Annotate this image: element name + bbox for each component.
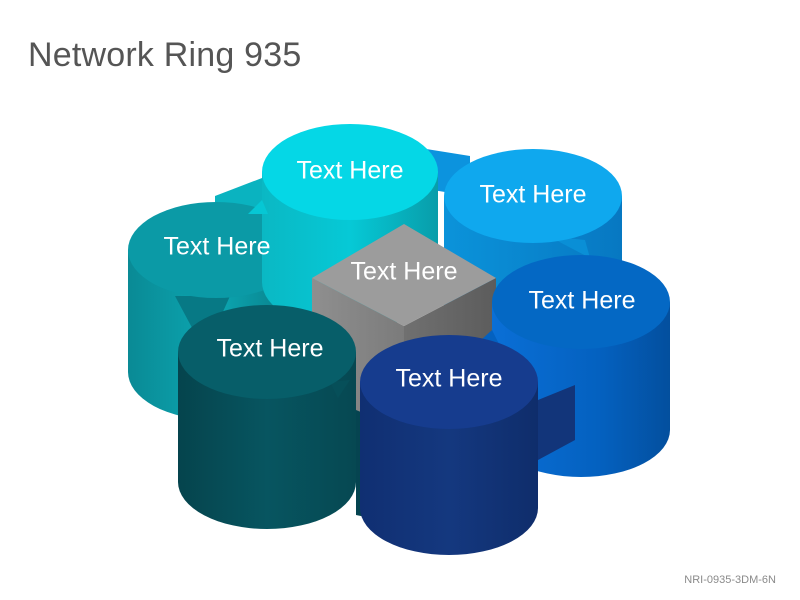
- node-top: [128, 202, 304, 298]
- node-top: [262, 124, 438, 220]
- node-label-5: Text Here: [217, 335, 324, 363]
- slide-code: NRI-0935-3DM-6N: [684, 574, 776, 586]
- center-label: Text Here: [351, 258, 458, 286]
- node-label-6: Text Here: [164, 233, 271, 261]
- page-title: Network Ring 935: [28, 36, 302, 74]
- node-top: [492, 255, 670, 349]
- node-label-3: Text Here: [529, 287, 636, 315]
- cube-top-face: [312, 224, 496, 326]
- node-label-1: Text Here: [297, 157, 404, 185]
- node-top: [360, 335, 538, 429]
- node-top: [444, 149, 622, 243]
- node-label-4: Text Here: [396, 365, 503, 393]
- node-top: [178, 305, 356, 399]
- node-label-2: Text Here: [480, 181, 587, 209]
- ring-node[interactable]: [360, 335, 575, 555]
